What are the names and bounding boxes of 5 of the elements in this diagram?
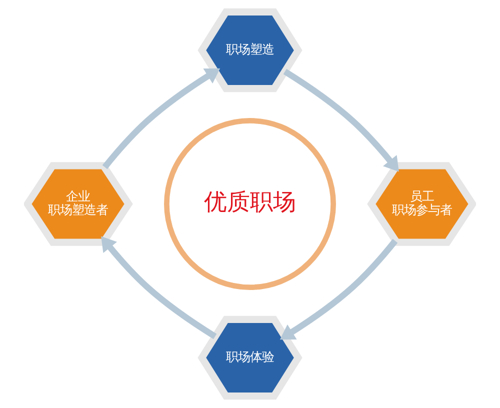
node-circle: 优质职场 xyxy=(164,118,336,290)
arrow xyxy=(101,236,217,340)
arrow xyxy=(280,238,398,340)
arrow xyxy=(102,68,220,170)
arrow xyxy=(283,68,399,172)
